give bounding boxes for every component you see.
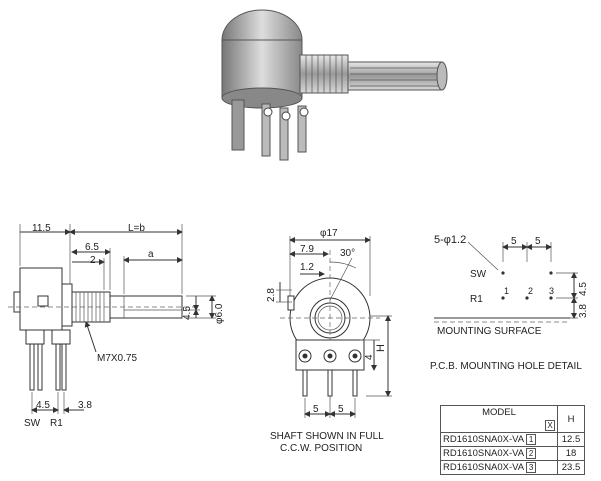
dim-small: 1.2 <box>300 262 314 273</box>
dim-angle: 30° <box>340 248 355 259</box>
pcb-pin-3: 3 <box>549 286 554 296</box>
side-label-sw: SW <box>24 418 41 429</box>
hole-spec: 5-φ1.2 <box>434 234 466 246</box>
pcb-detail <box>434 241 578 323</box>
table-header-h: H <box>557 405 585 433</box>
pcb-caption: P.C.B. MOUNTING HOLE DETAIL <box>430 361 582 372</box>
dim-pin-pitch-2: 5 <box>338 404 344 415</box>
thread-spec: M7X0.75 <box>97 353 137 364</box>
dim-thread: 2 <box>90 255 96 266</box>
dim-pin-pitch-1: 5 <box>313 404 319 415</box>
pcb-pitch-2: 5 <box>535 236 541 247</box>
dim-total-left: 11.5 <box>32 223 51 234</box>
pcb-label-r1: R1 <box>470 294 483 305</box>
potentiometer-photo <box>221 9 448 161</box>
table-header-x-cell: X <box>440 419 558 433</box>
caption-shaft-line1: SHAFT SHOWN IN FULL <box>270 431 384 442</box>
dim-offset: 7.9 <box>300 244 314 255</box>
mounting-surface-label: MOUNTING SURFACE <box>437 326 542 337</box>
pcb-dim-4-5: 4.5 <box>578 282 589 296</box>
pcb-pin-1: 1 <box>504 286 509 296</box>
table-header-x: X <box>545 420 555 431</box>
side-view <box>8 224 216 414</box>
front-view <box>276 236 392 418</box>
pcb-label-sw: SW <box>470 269 487 280</box>
dim-height-left: 2.8 <box>266 288 277 302</box>
dim-shaft-dia: φ6.0 <box>214 303 225 324</box>
dim-shaft-length: L=b <box>128 223 145 234</box>
dim-4: 4 <box>364 354 375 360</box>
dim-flat: 4.5 <box>182 306 193 320</box>
pcb-pitch-1: 5 <box>511 236 517 247</box>
dim-flat-start: 6.5 <box>85 242 99 253</box>
pcb-pin-2: 2 <box>528 286 533 296</box>
side-label-r1: R1 <box>50 418 63 429</box>
dim-pin-r1: 3.8 <box>78 400 92 411</box>
caption-shaft-line2: C.C.W. POSITION <box>280 443 362 454</box>
dim-h: H <box>375 344 387 352</box>
dim-pin-sw: 4.5 <box>36 400 50 411</box>
dim-a: a <box>148 249 154 260</box>
dim-body-dia: φ17 <box>320 228 338 239</box>
pcb-dim-3-8: 3.8 <box>578 304 589 318</box>
table-header-model: MODEL <box>440 405 558 419</box>
